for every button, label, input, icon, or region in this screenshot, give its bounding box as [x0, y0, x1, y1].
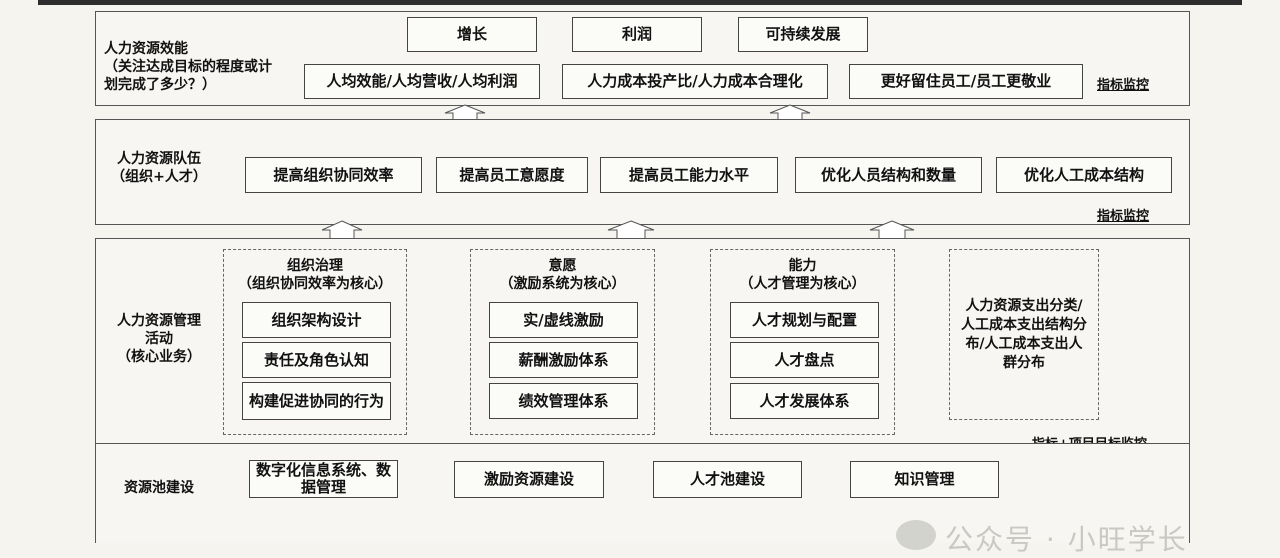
willingness-title: 意愿 （激励系统为核心）: [470, 257, 655, 293]
hr-cost-text: 人力资源支出分类/人工成本支出结构分布/人工成本支出人群分布: [961, 298, 1087, 371]
efficiency-label: 人力资源效能 （关注达成目标的程度或计 划完成了多少？）: [104, 40, 304, 94]
willingness-group: [470, 249, 655, 435]
activities-label-line: （核心业务）: [117, 349, 201, 365]
activity-item-box: 薪酬激励体系: [489, 342, 638, 378]
group-subtitle: （人才管理为核心）: [739, 276, 866, 292]
activity-item-box: 人才规划与配置: [730, 302, 879, 338]
activities-label-line: 人力资源管理: [117, 313, 201, 329]
activity-item-box: 人才盘点: [730, 342, 879, 378]
efficiency-label-line: 划完成了多少？）: [104, 77, 216, 93]
efficiency-label-line: 人力资源效能: [104, 41, 188, 57]
capability-title: 能力 （人才管理为核心）: [710, 257, 895, 293]
team-item-box: 提高组织协同效率: [245, 157, 422, 193]
team-label-line: （组织+人才）: [111, 169, 207, 185]
activities-label-line: 活动: [145, 331, 173, 347]
watermark-text: 公众号 · 小旺学长: [945, 523, 1188, 556]
group-subtitle: （组织协同效率为核心）: [238, 276, 392, 292]
org-governance-group: [223, 249, 407, 435]
activities-label: 人力资源管理 活动 （核心业务）: [100, 312, 218, 366]
group-title: 能力: [788, 258, 817, 274]
pool-item-box: 知识管理: [850, 461, 999, 498]
hr-cost-group: [949, 249, 1099, 420]
goal-profit-box: 利润: [572, 17, 702, 52]
top-bar: [38, 0, 1242, 5]
up-arrow-icon: [321, 220, 363, 240]
wechat-icon: [896, 520, 936, 550]
goal-growth-box: 增长: [407, 17, 537, 52]
group-title: 意愿: [548, 258, 577, 274]
org-governance-title: 组织治理 （组织协同效率为核心）: [223, 257, 407, 293]
metric-cost-ratio-box: 人力成本投产比/人力成本合理化: [562, 64, 828, 99]
team-monitor-label: 指标监控: [1097, 209, 1150, 224]
activity-item-box: 责任及角色认知: [242, 342, 391, 378]
efficiency-label-line: （关注达成目标的程度或计: [104, 59, 272, 75]
activity-item-box: 绩效管理体系: [489, 383, 638, 419]
activity-item-box: 人才发展体系: [730, 383, 879, 419]
activity-item-box: 构建促进协同的行为: [242, 382, 391, 420]
activity-item-box: 实/虚线激励: [489, 302, 638, 338]
goal-sustainable-box: 可持续发展: [738, 17, 868, 52]
team-item-box: 优化人工成本结构: [996, 157, 1172, 193]
team-item-box: 提高员工意愿度: [436, 157, 588, 193]
group-subtitle: （激励系统为核心）: [499, 276, 626, 292]
pool-item-box: 数字化信息系统、数据管理: [249, 460, 398, 498]
pool-item-box: 人才池建设: [653, 461, 802, 498]
activity-item-box: 组织架构设计: [242, 302, 391, 338]
metric-per-capita-box: 人均效能/人均营收/人均利润: [304, 64, 540, 99]
group-title: 组织治理: [287, 258, 343, 274]
team-item-box: 提高员工能力水平: [600, 157, 778, 193]
team-label: 人力资源队伍 （组织+人才）: [100, 150, 218, 186]
capability-group: [710, 249, 895, 435]
pool-item-box: 激励资源建设: [454, 461, 604, 498]
up-arrow-icon: [869, 220, 915, 240]
team-label-line: 人力资源队伍: [117, 151, 201, 167]
team-item-box: 优化人员结构和数量: [795, 157, 982, 193]
metric-retention-box: 更好留住员工/员工更敬业: [849, 64, 1083, 99]
efficiency-monitor-label: 指标监控: [1097, 78, 1150, 93]
up-arrow-icon: [607, 220, 655, 240]
resource-pool-label: 资源池建设: [124, 480, 194, 496]
